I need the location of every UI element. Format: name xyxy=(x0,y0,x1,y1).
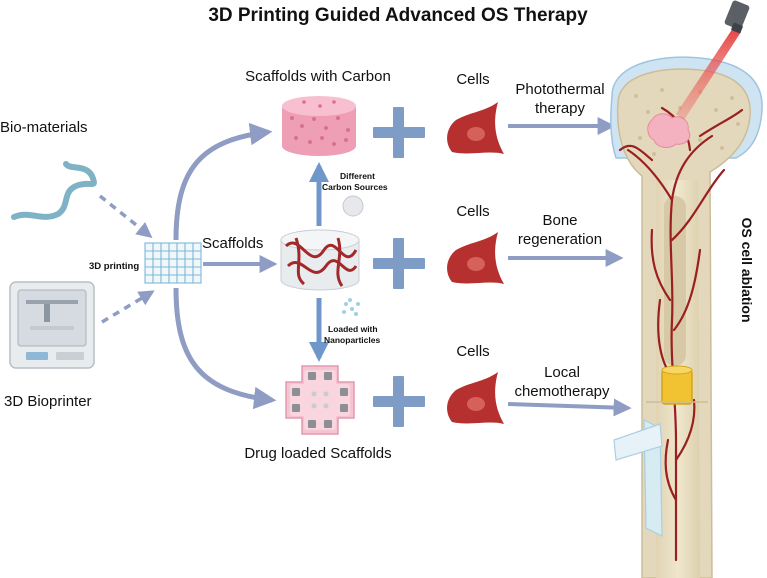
label-photothermal-1: Photothermal xyxy=(515,81,604,98)
label-biomaterials: Bio-materials xyxy=(0,119,88,136)
label-bone-1: Bone xyxy=(542,212,577,229)
arrow-biomaterials-to-printing xyxy=(98,194,153,238)
plus-icon-mid xyxy=(373,238,425,289)
label-cells-top: Cells xyxy=(456,71,489,88)
laser-device-icon xyxy=(724,0,750,34)
label-nanoparticles-2: Nanoparticles xyxy=(324,335,380,345)
label-photothermal-2: therapy xyxy=(535,100,586,117)
arrow-to-drug-scaffold xyxy=(173,287,277,410)
label-nanoparticles-1: Loaded with xyxy=(328,324,378,334)
label-scaffolds: Scaffolds xyxy=(202,235,263,252)
label-os-cell-ablation: OS cell ablation xyxy=(739,217,755,322)
cell-icon-bot xyxy=(447,372,504,424)
label-cells-mid: Cells xyxy=(456,203,489,220)
carbon-scaffold-icon xyxy=(282,96,356,156)
scaffold-icon xyxy=(280,229,360,291)
biomaterial-fiber xyxy=(11,161,97,220)
label-carbon-sources-1: Different xyxy=(340,171,375,181)
carbon-particle-icon xyxy=(342,195,364,217)
label-chemo-1: Local xyxy=(544,364,580,381)
arrow-to-carbon-scaffold xyxy=(173,122,273,241)
label-scaffolds-carbon: Scaffolds with Carbon xyxy=(245,68,391,85)
laser-beam xyxy=(676,28,741,120)
label-3d-printing: 3D printing xyxy=(89,261,139,272)
diagram-title: 3D Printing Guided Advanced OS Therapy xyxy=(208,5,588,26)
cell-icon-top xyxy=(447,102,504,154)
label-cells-bot: Cells xyxy=(456,343,489,360)
bioprinter-icon xyxy=(9,281,95,369)
arrow-local-chemotherapy xyxy=(507,398,632,417)
label-carbon-sources-2: Carbon Sources xyxy=(322,182,388,192)
printing-grid-icon xyxy=(144,242,202,284)
arrow-bioprinter-to-printing xyxy=(101,290,155,324)
plus-icon-top xyxy=(373,107,425,158)
plus-icon-bot xyxy=(373,376,425,427)
label-drug-scaffolds: Drug loaded Scaffolds xyxy=(244,445,391,462)
drug-scaffold-icon xyxy=(285,365,355,435)
label-bioprinter: 3D Bioprinter xyxy=(4,393,92,410)
cell-icon-mid xyxy=(447,232,504,284)
label-chemo-2: chemotherapy xyxy=(514,383,610,400)
label-bone-2: regeneration xyxy=(518,231,602,248)
nanoparticles-icon xyxy=(342,298,360,316)
